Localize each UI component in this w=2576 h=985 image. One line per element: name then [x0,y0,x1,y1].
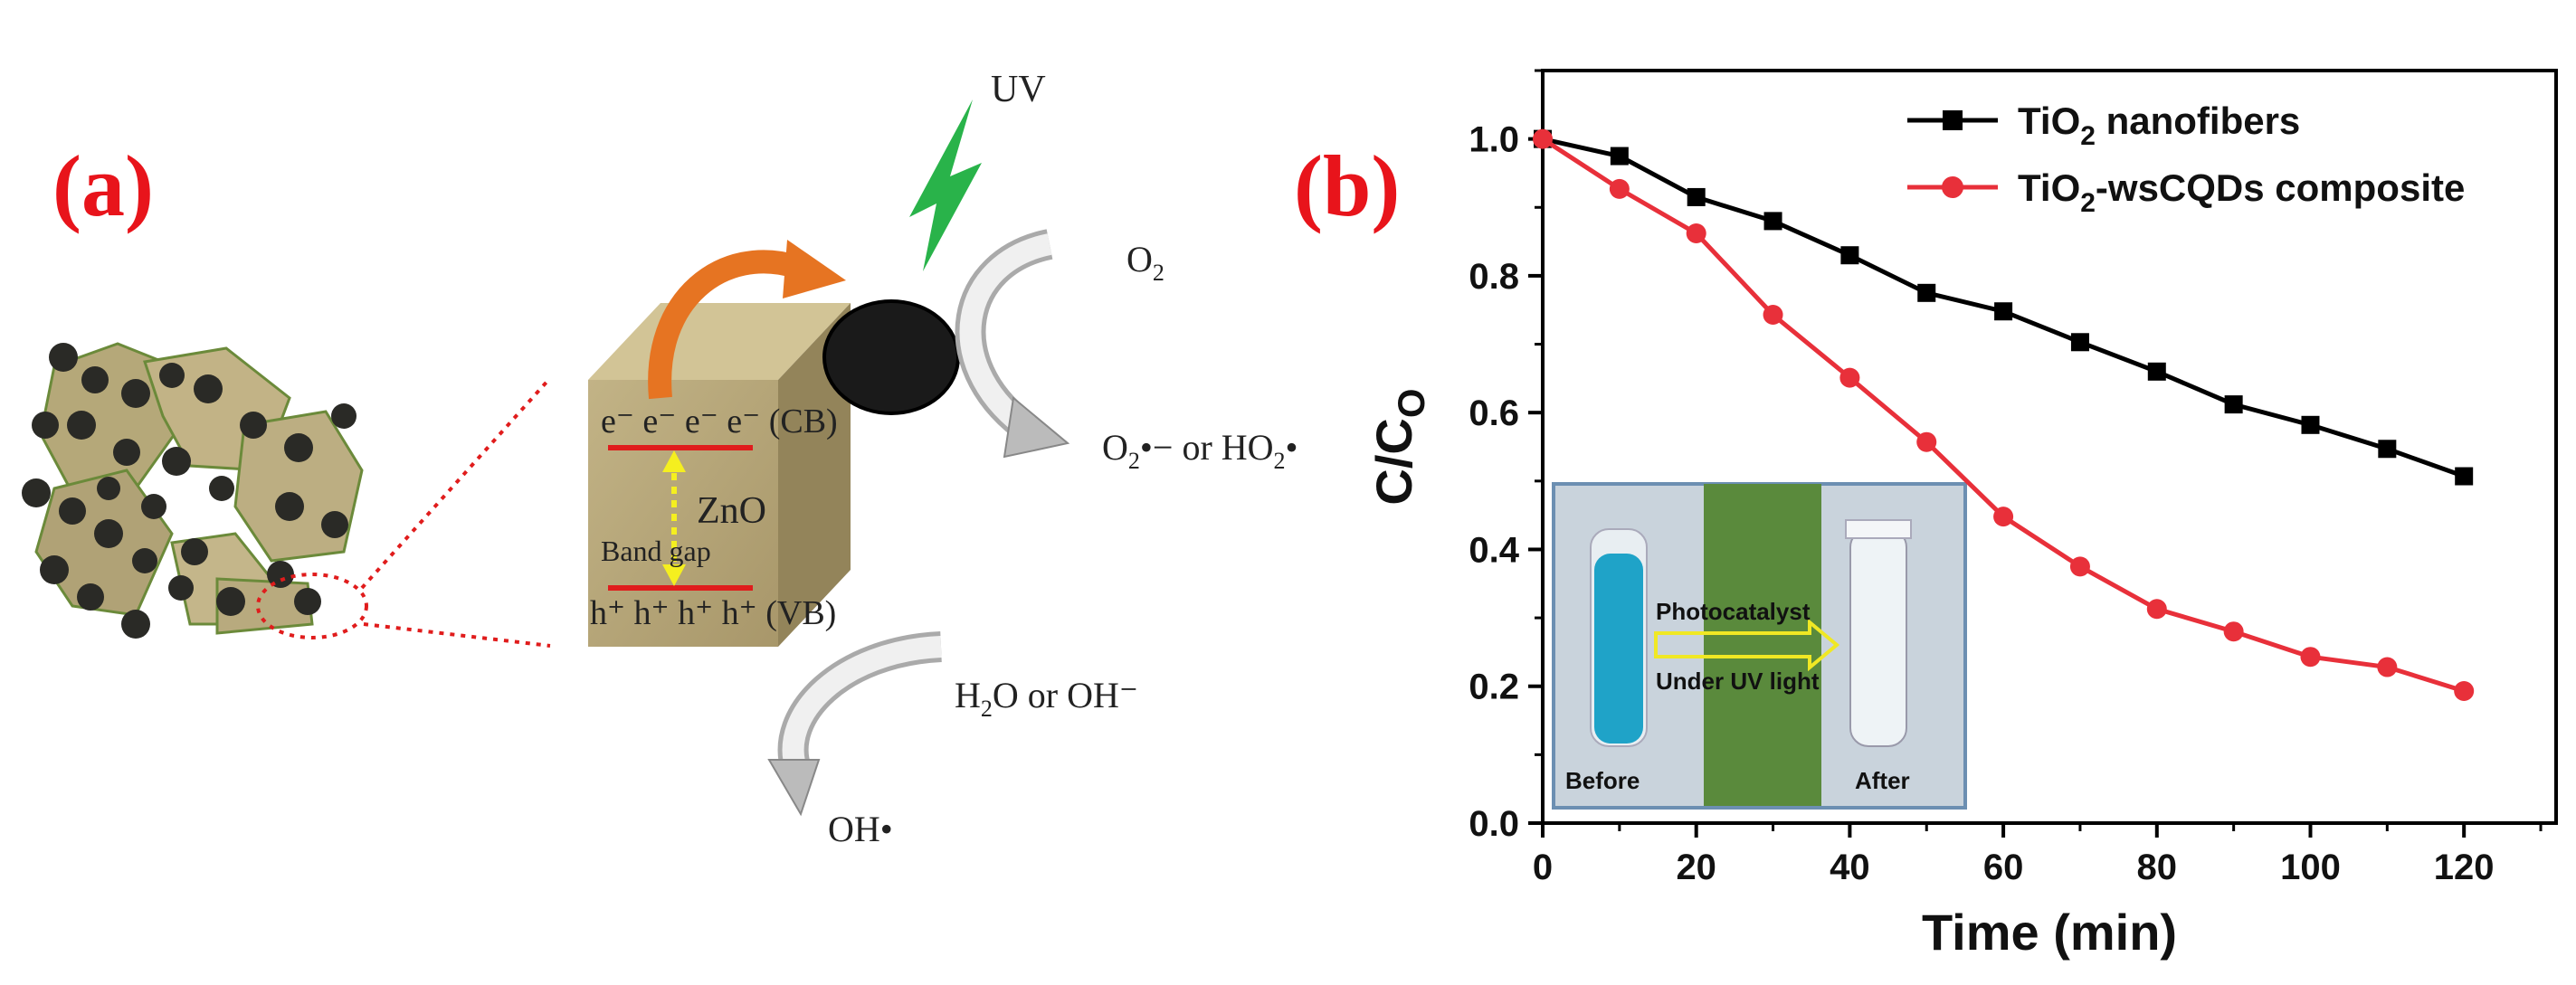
x-tick-label-0: 0 [1533,848,1553,887]
y-tick-label-1: 0.2 [1469,668,1519,707]
y-tick-label-4: 0.8 [1469,257,1519,297]
series-0-point-8 [2147,362,2166,381]
inset-arrow [1654,618,1840,672]
electron-transfer-arrow [648,250,800,400]
clear-vial [1849,528,1907,747]
x-tick-label-1: 20 [1676,848,1716,887]
superoxide-label: O2•− or HO2• [1102,427,1298,474]
series-1-point-9 [2223,621,2244,642]
panel-b-label: (b) [1294,137,1400,234]
plot-frame [1541,69,2558,825]
inset-bottom-label: Under UV light [1656,668,1820,695]
inset-photo: Photocatalyst Under UV light Before Afte… [1552,482,1967,810]
series-1-point-2 [1686,223,1706,244]
x-axis-title: Time (min) [1922,904,2177,961]
series-0-point-7 [2070,333,2089,352]
inset-before-label: Before [1565,767,1640,794]
series-1-point-7 [2069,556,2090,577]
y-tick-label-0: 0.0 [1469,804,1519,844]
inset-after-label: After [1855,767,1910,794]
series-1-point-6 [1993,507,2014,527]
series-0-point-5 [1917,283,1936,302]
series-0-point-9 [2224,395,2243,414]
series-1-point-4 [1839,367,1860,388]
hydroxyl-label: OH• [828,809,893,849]
series-0-point-12 [2455,467,2474,486]
band-gap-label: Band gap [601,535,711,567]
zoom-line-top [360,376,552,590]
legend-label-2: TiO2-wsCQDs composite [2018,166,2465,218]
x-tick-label-3: 60 [1983,848,2024,887]
series-0-point-2 [1687,187,1706,206]
carbon-dot [822,299,960,415]
x-tick-label-6: 120 [2434,848,2495,887]
series-0-point-11 [2378,440,2397,459]
y-tick-label-5: 1.0 [1469,120,1519,160]
y-tick-label-2: 0.4 [1469,530,1519,570]
series-1-point-11 [2377,657,2398,677]
legend-label-1: TiO2 nanofibers [2018,99,2300,151]
zno-label: ZnO [697,490,766,532]
series-0-point-4 [1840,246,1859,265]
series-1-point-1 [1609,178,1630,199]
inset-green-divider [1704,484,1821,806]
series-1-point-12 [2454,681,2475,702]
panel-a: (a) [22,69,1298,849]
water-label: H2O or OH⁻ [955,675,1138,722]
series-1-point-8 [2146,599,2167,620]
axis-ticks: 0 20 40 60 80 100 120 0.0 0.2 0.4 0.6 0.8 1.0 [1469,69,2543,887]
blue-vial [1594,554,1643,743]
inset-top-label: Photocatalyst [1656,598,1811,625]
legend-marker-1 [1943,110,1963,130]
x-tick-label-2: 40 [1830,848,1870,887]
x-tick-label-5: 100 [2280,848,2341,887]
legend-marker-2 [1942,176,1963,198]
uv-label: UV [991,69,1046,110]
series-0-point-10 [2301,415,2320,434]
o2-label: O2 [1126,239,1164,286]
zoom-ellipse [256,573,368,639]
uv-bolt [909,99,982,271]
series-1-point-5 [1916,431,1937,452]
y-axis-title: C/CO [1365,388,1432,505]
nanoparticle-cluster [22,342,364,639]
series-1-point-3 [1763,305,1783,326]
cb-label: e⁻ e⁻ e⁻ e⁻ (CB) [601,403,838,440]
legend: TiO2 nanofibers TiO2-wsCQDs composite [1907,99,2465,218]
panel-b: (b) Photocatalyst Under UV light Before … [1294,69,2558,961]
series-0-point-1 [1610,147,1629,166]
zoom-line-bottom [363,622,551,648]
zno-block [588,303,851,647]
y-tick-label-3: 0.6 [1469,393,1519,433]
panel-a-label: (a) [52,137,154,234]
series-1-point-10 [2300,647,2321,668]
x-tick-label-4: 80 [2137,848,2178,887]
series-0-point-6 [1994,302,2013,321]
series-0-point-3 [1763,212,1782,231]
series-layer [1533,128,2475,702]
vb-label: h⁺ h⁺ h⁺ h⁺ (VB) [590,594,836,632]
series-1-point-0 [1533,128,1553,149]
